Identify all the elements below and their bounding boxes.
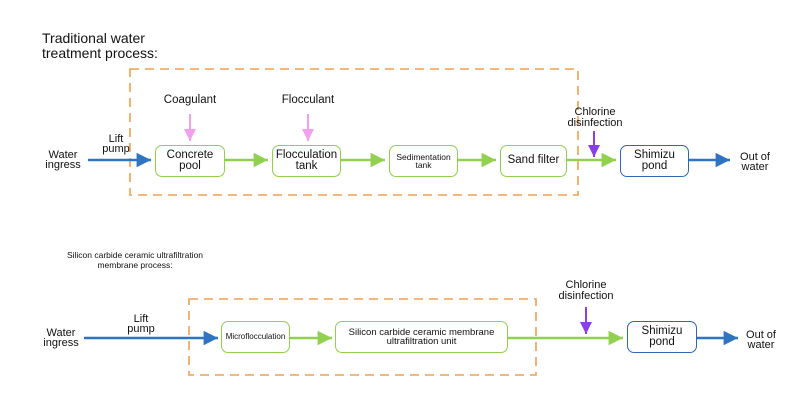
mem-shimizu-pond-box: Shimizu pond <box>627 321 697 353</box>
trad-chlorine-label: Chlorine disinfection <box>567 106 623 129</box>
coagulant-label: Coagulant <box>163 94 217 106</box>
mem-water-ingress-label: Water ingress <box>43 327 79 349</box>
trad-shimizu-pond-line2: pond <box>641 160 668 172</box>
mem-shimizu-pond-line1: Shimizu <box>641 324 683 337</box>
uf-unit-box: Silicon carbide ceramic membrane ultrafi… <box>335 321 508 353</box>
concrete-pool-line2: pool <box>179 160 201 172</box>
traditional-title-line1: Traditional water <box>42 30 145 46</box>
concrete-pool-line1: Concrete <box>166 148 214 161</box>
sedimentation-tank-line2: tank <box>415 160 432 170</box>
traditional-dashed-frame <box>129 68 579 196</box>
trad-shimizu-pond-box: Shimizu pond <box>620 145 689 177</box>
microflocculation-box: Microflocculation <box>221 321 290 353</box>
sand-filter-box: Sand filter <box>500 145 567 177</box>
uf-unit-line1: Silicon carbide ceramic membrane <box>348 326 495 338</box>
trad-out-of-water-label: Out of water <box>740 151 770 173</box>
microflocculation-label: Microflocculation <box>225 332 286 341</box>
traditional-title: Traditional water treatment process: <box>42 31 202 61</box>
sedimentation-tank-box: Sedimentation tank <box>389 145 458 177</box>
flocculation-tank-box: Flocculation tank <box>272 145 341 177</box>
flocculation-tank-line1: Flocculation <box>275 148 338 161</box>
traditional-title-line2: treatment process: <box>42 45 158 61</box>
uf-unit-line2: ultrafiltration unit <box>386 336 457 347</box>
flocculation-tank-line2: tank <box>295 160 318 172</box>
membrane-title-line1: Silicon carbide ceramic ultrafiltration <box>66 250 204 260</box>
sand-filter-label: Sand filter <box>507 154 560 167</box>
trad-lift-pump-label: Lift pump <box>102 133 130 155</box>
sedimentation-tank-line1: Sedimentation <box>396 151 451 162</box>
mem-out-of-water-label: Out of water <box>746 329 776 351</box>
concrete-pool-box: Concrete pool <box>155 145 225 177</box>
flocculant-label: Flocculant <box>281 94 335 106</box>
membrane-dashed-frame <box>188 298 537 376</box>
membrane-title: Silicon carbide ceramic ultrafiltration … <box>30 250 240 270</box>
trad-shimizu-pond-line1: Shimizu <box>634 148 675 161</box>
mem-chlorine-label: Chlorine disinfection <box>558 279 614 302</box>
membrane-title-line2: membrane process: <box>97 260 173 270</box>
mem-lift-pump-label: Lift pump <box>127 313 155 335</box>
mem-shimizu-pond-line2: pond <box>649 336 675 348</box>
trad-water-ingress-label: Water ingress <box>45 149 81 171</box>
